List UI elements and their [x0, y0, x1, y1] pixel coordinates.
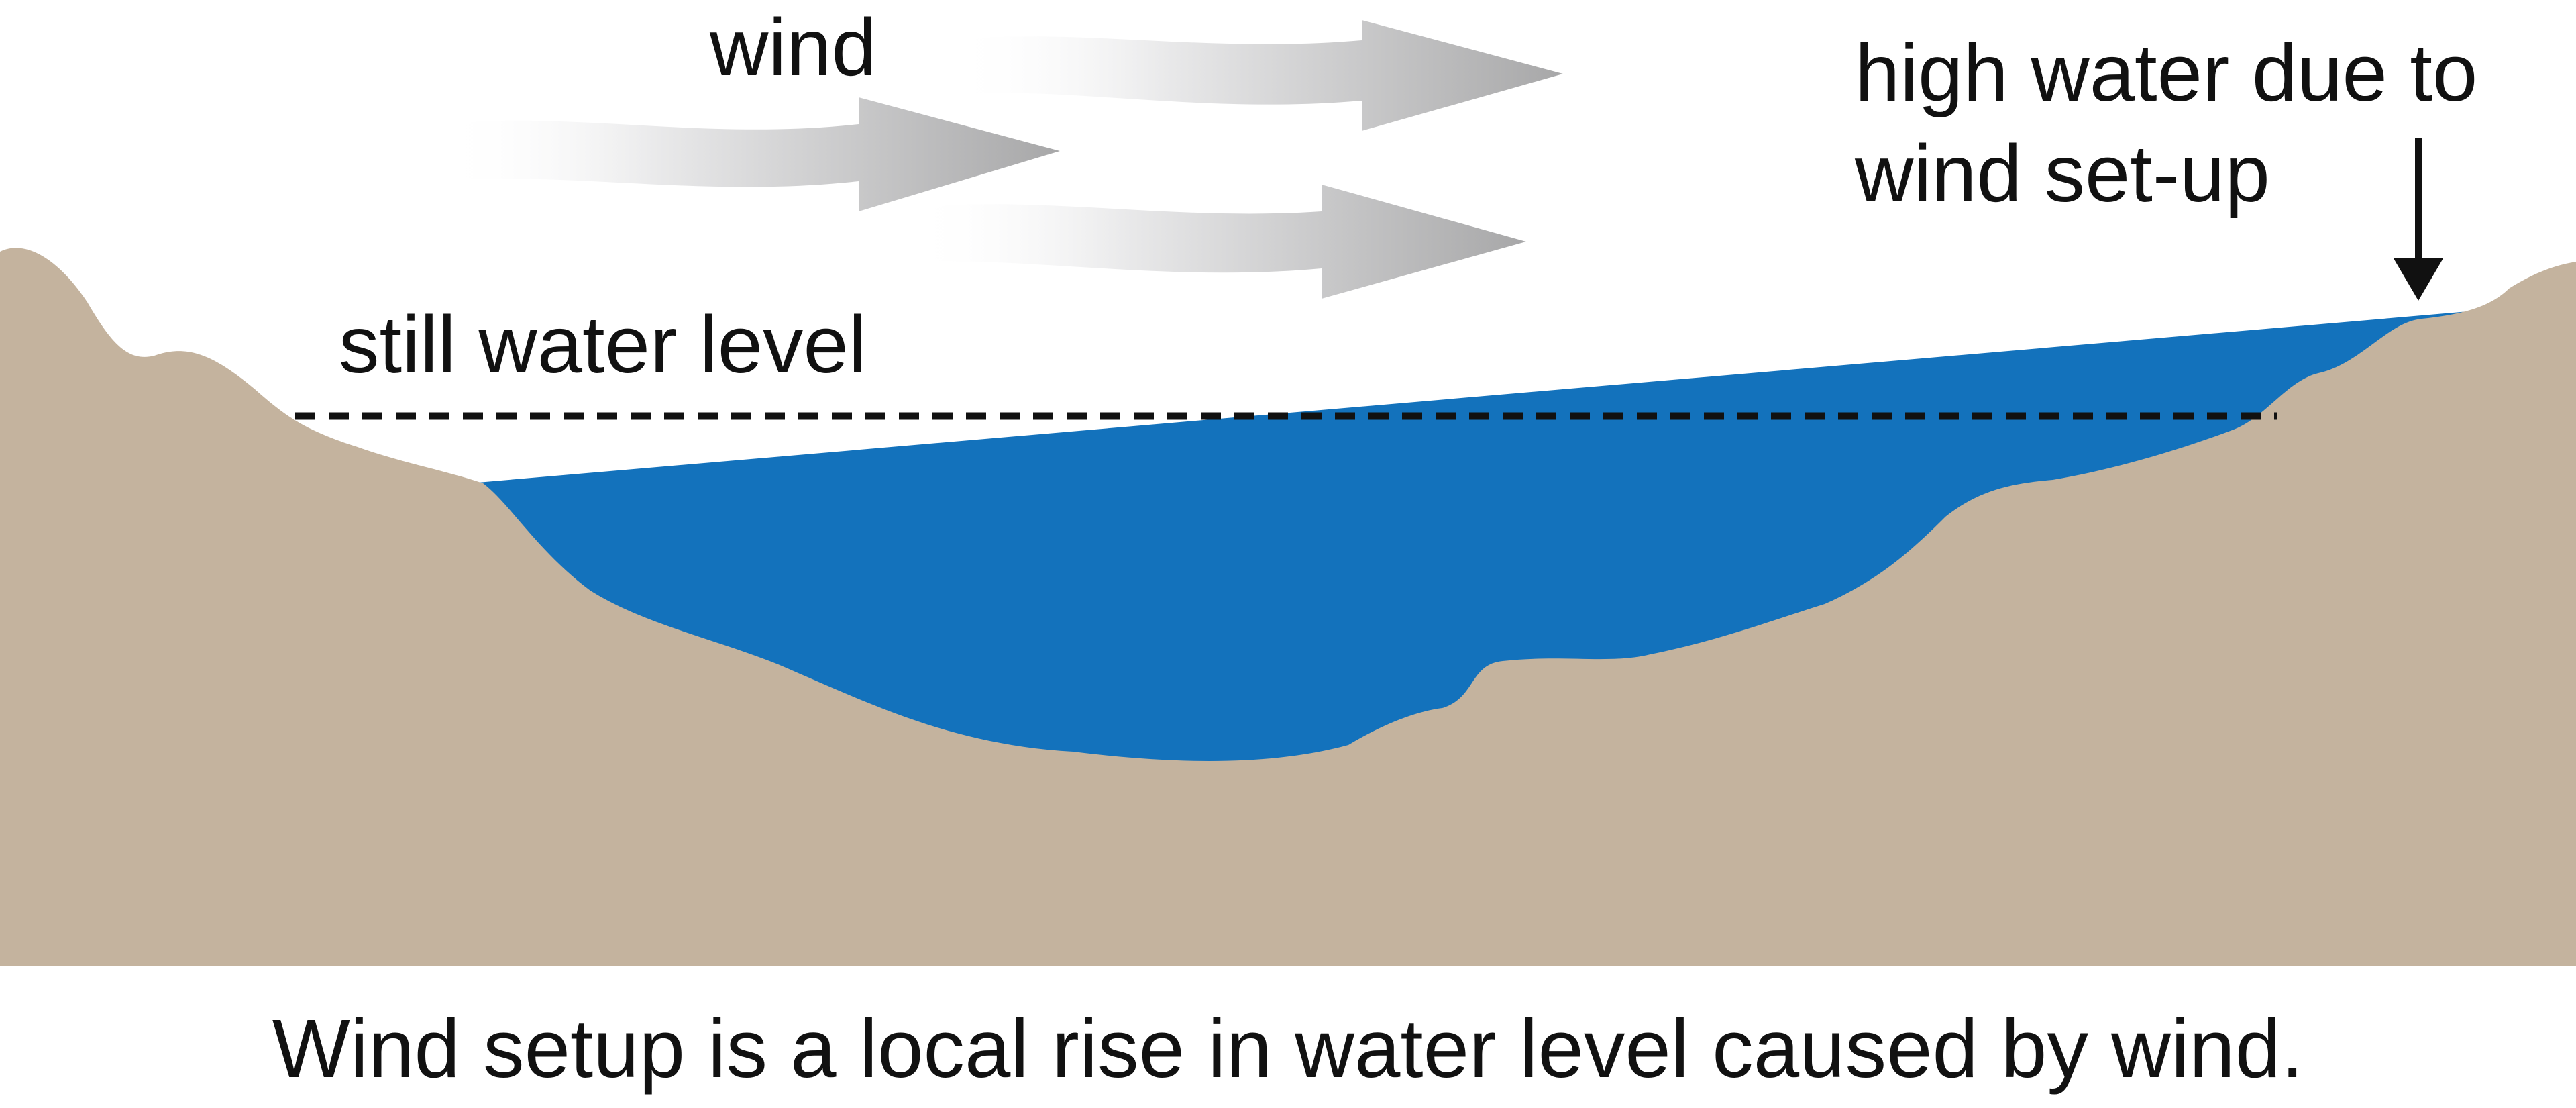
- wind-arrow-icon: [953, 20, 1563, 131]
- ground-terrain: [0, 248, 2576, 966]
- down-arrow-icon: [2394, 258, 2443, 301]
- wind-arrows: [443, 20, 1563, 299]
- still-water-level-label: still water level: [339, 299, 867, 390]
- wind-label: wind: [709, 1, 877, 93]
- high-water-pointer: [2394, 138, 2443, 301]
- high-water-label-line1: high water due to: [1855, 27, 2477, 118]
- high-water-label-line2: wind set-up: [1854, 128, 2270, 219]
- wind-arrow-icon: [912, 185, 1526, 299]
- wind-arrow-icon: [443, 97, 1060, 211]
- caption: Wind setup is a local rise in water leve…: [272, 1003, 2304, 1095]
